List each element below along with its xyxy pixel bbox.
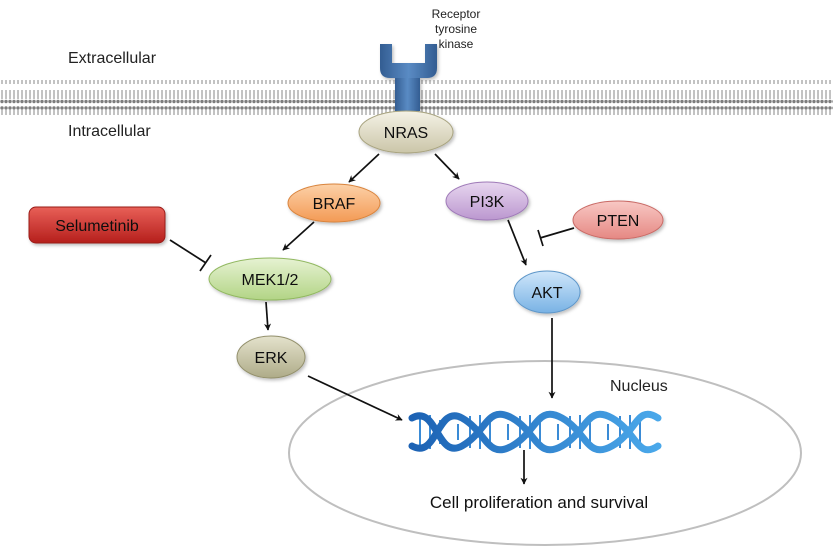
node-braf-label: BRAF — [313, 196, 356, 213]
node-pten-label: PTEN — [597, 213, 640, 230]
node-mek: MEK1/2 — [208, 257, 332, 301]
drug-selumetinib-label: Selumetinib — [55, 218, 139, 235]
drug-selumetinib: Selumetinib — [28, 206, 166, 244]
node-nras: NRAS — [358, 110, 454, 154]
nucleus-label: Nucleus — [610, 378, 668, 395]
node-braf: BRAF — [287, 183, 381, 223]
node-pi3k-label: PI3K — [470, 194, 505, 211]
receptor-label-line-1: Receptor — [432, 7, 481, 21]
receptor-tyrosine-kinase-icon — [380, 44, 437, 111]
receptor-label-line-2: tyrosine — [435, 22, 477, 36]
arrow-nras-to-braf — [348, 153, 380, 183]
dna-helix-icon — [408, 410, 662, 454]
node-nras-label: NRAS — [384, 125, 428, 142]
node-akt: AKT — [513, 270, 581, 314]
node-erk-label: ERK — [255, 350, 288, 367]
pathway-arrows — [169, 153, 575, 485]
arrow-erk-to-dna — [307, 375, 403, 421]
inhibition-selumetinib-to-mek — [169, 239, 207, 264]
node-pi3k: PI3K — [445, 181, 529, 221]
extracellular-label: Extracellular — [68, 50, 157, 67]
node-mek-label: MEK1/2 — [242, 272, 299, 289]
intracellular-label: Intracellular — [68, 123, 151, 140]
node-pten: PTEN — [572, 200, 664, 240]
receptor-label-line-3: kinase — [439, 37, 474, 51]
arrow-pi3k-to-akt — [507, 219, 527, 266]
node-akt-label: AKT — [531, 285, 562, 302]
arrow-mek-to-erk — [264, 301, 272, 331]
arrow-nras-to-pi3k — [434, 153, 460, 180]
inhibition-pten-to-akt — [539, 227, 575, 239]
outcome-label: Cell proliferation and survival — [430, 493, 648, 512]
nucleus-outline — [288, 360, 802, 546]
arrow-braf-to-mek — [282, 221, 315, 251]
inhibition-bar-akt — [537, 229, 544, 247]
node-erk: ERK — [236, 335, 306, 379]
inhibition-bar-mek — [199, 254, 212, 272]
